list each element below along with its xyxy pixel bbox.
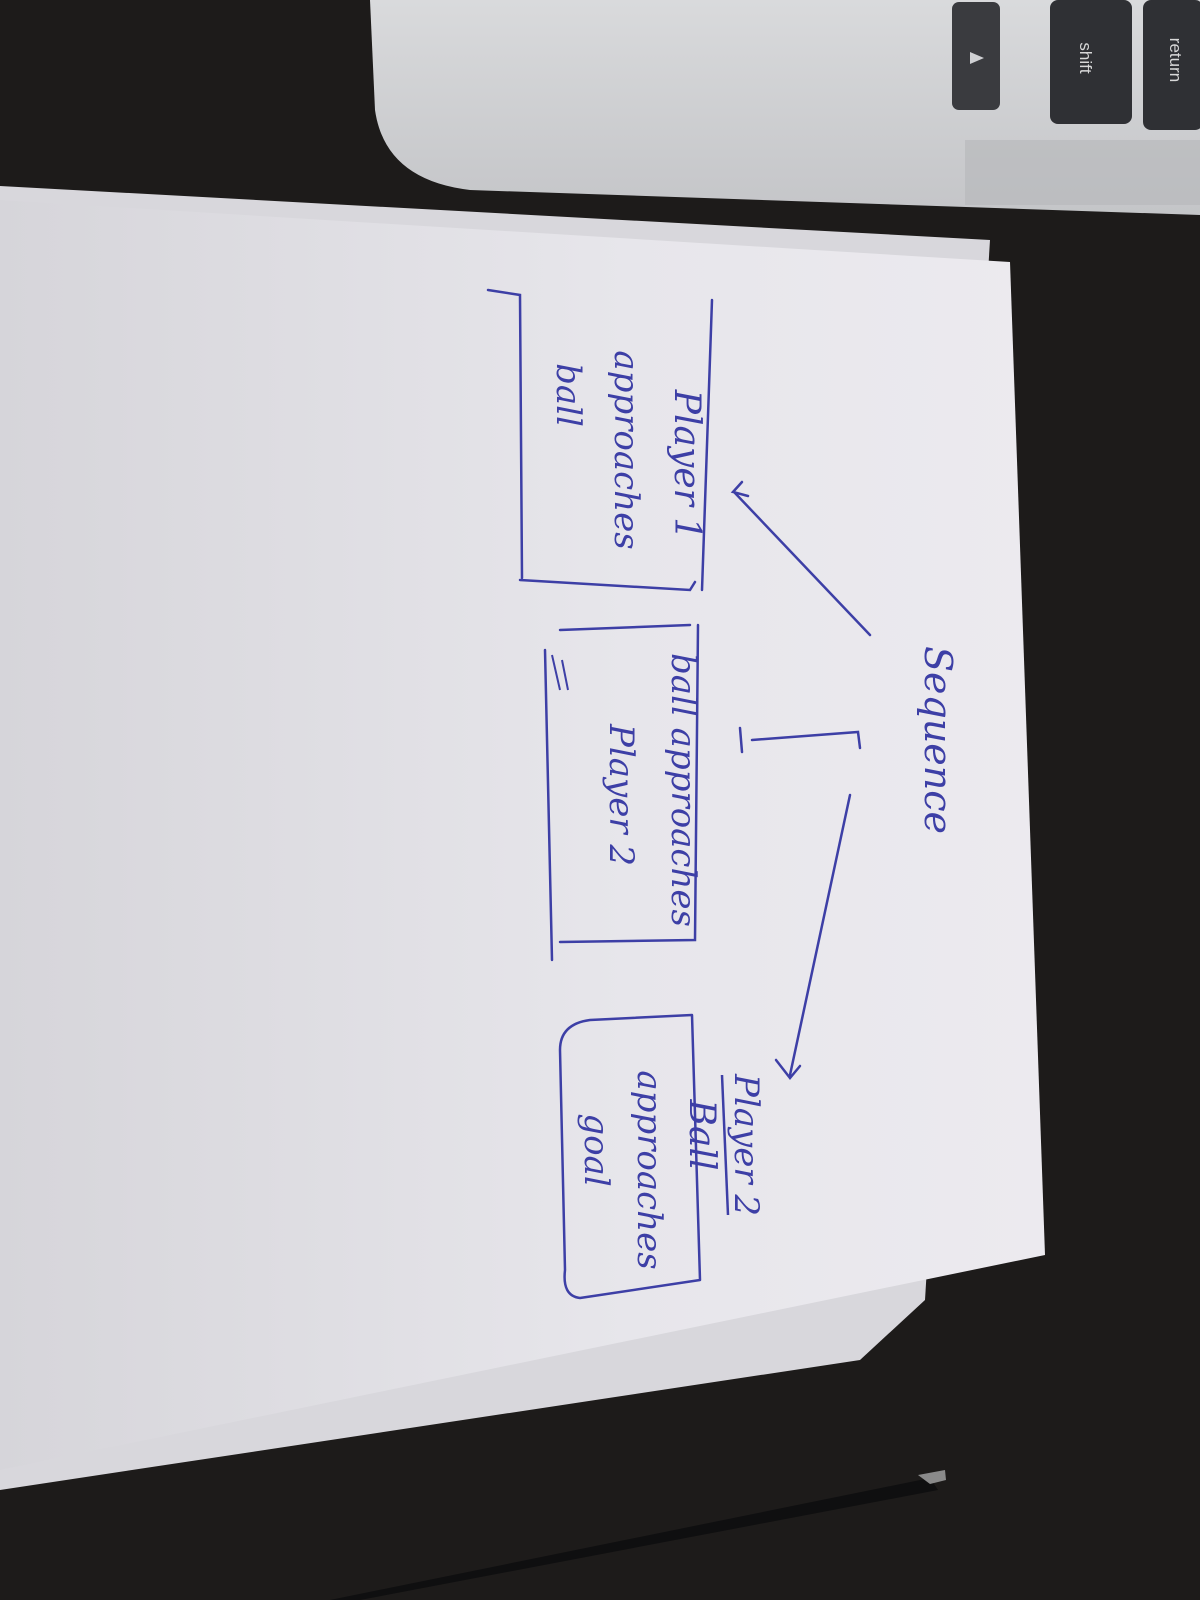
- laptop: shift return: [370, 0, 1200, 215]
- stray-mark: [551, 654, 569, 691]
- pen: [330, 1470, 946, 1600]
- shift-key-label: shift: [1076, 42, 1095, 73]
- arrow-key[interactable]: [952, 2, 1000, 110]
- node-1-line-3: ball: [548, 363, 588, 427]
- node-1-line-2: approaches: [606, 350, 646, 549]
- node-3-struck-text: Player 2: [726, 1073, 766, 1216]
- node-ball-approaches-goal: Player 2 Ball approaches goal: [558, 1013, 766, 1300]
- node-3-line-2: approaches: [629, 1070, 669, 1269]
- diagram-title: Sequence: [916, 646, 960, 834]
- node-player-1-approaches-ball: Player 1 approaches ball: [486, 288, 714, 592]
- paper-sheet: [0, 200, 1045, 1470]
- handwritten-diagram: Sequence Player 1 approaches ball: [486, 288, 960, 1300]
- return-key-label: return: [1166, 38, 1185, 82]
- arrow-to-node-1: [730, 480, 872, 637]
- arrow-to-node-3: [774, 793, 852, 1080]
- arrow-to-node-2: [738, 726, 862, 754]
- shift-key[interactable]: shift: [1050, 0, 1132, 124]
- node-3-line-1: Ball: [681, 1099, 722, 1171]
- node-2-line-1: ball approaches: [663, 653, 703, 927]
- speaker-grille: [965, 140, 1200, 205]
- node-ball-approaches-player-2: ball approaches Player 2: [543, 623, 703, 962]
- node-3-line-3: goal: [576, 1113, 616, 1186]
- node-3-strikethrough: [720, 1074, 730, 1216]
- node-2-line-2: Player 2: [601, 723, 641, 866]
- node-1-line-1: Player 1: [666, 389, 707, 540]
- return-key[interactable]: return: [1143, 0, 1200, 130]
